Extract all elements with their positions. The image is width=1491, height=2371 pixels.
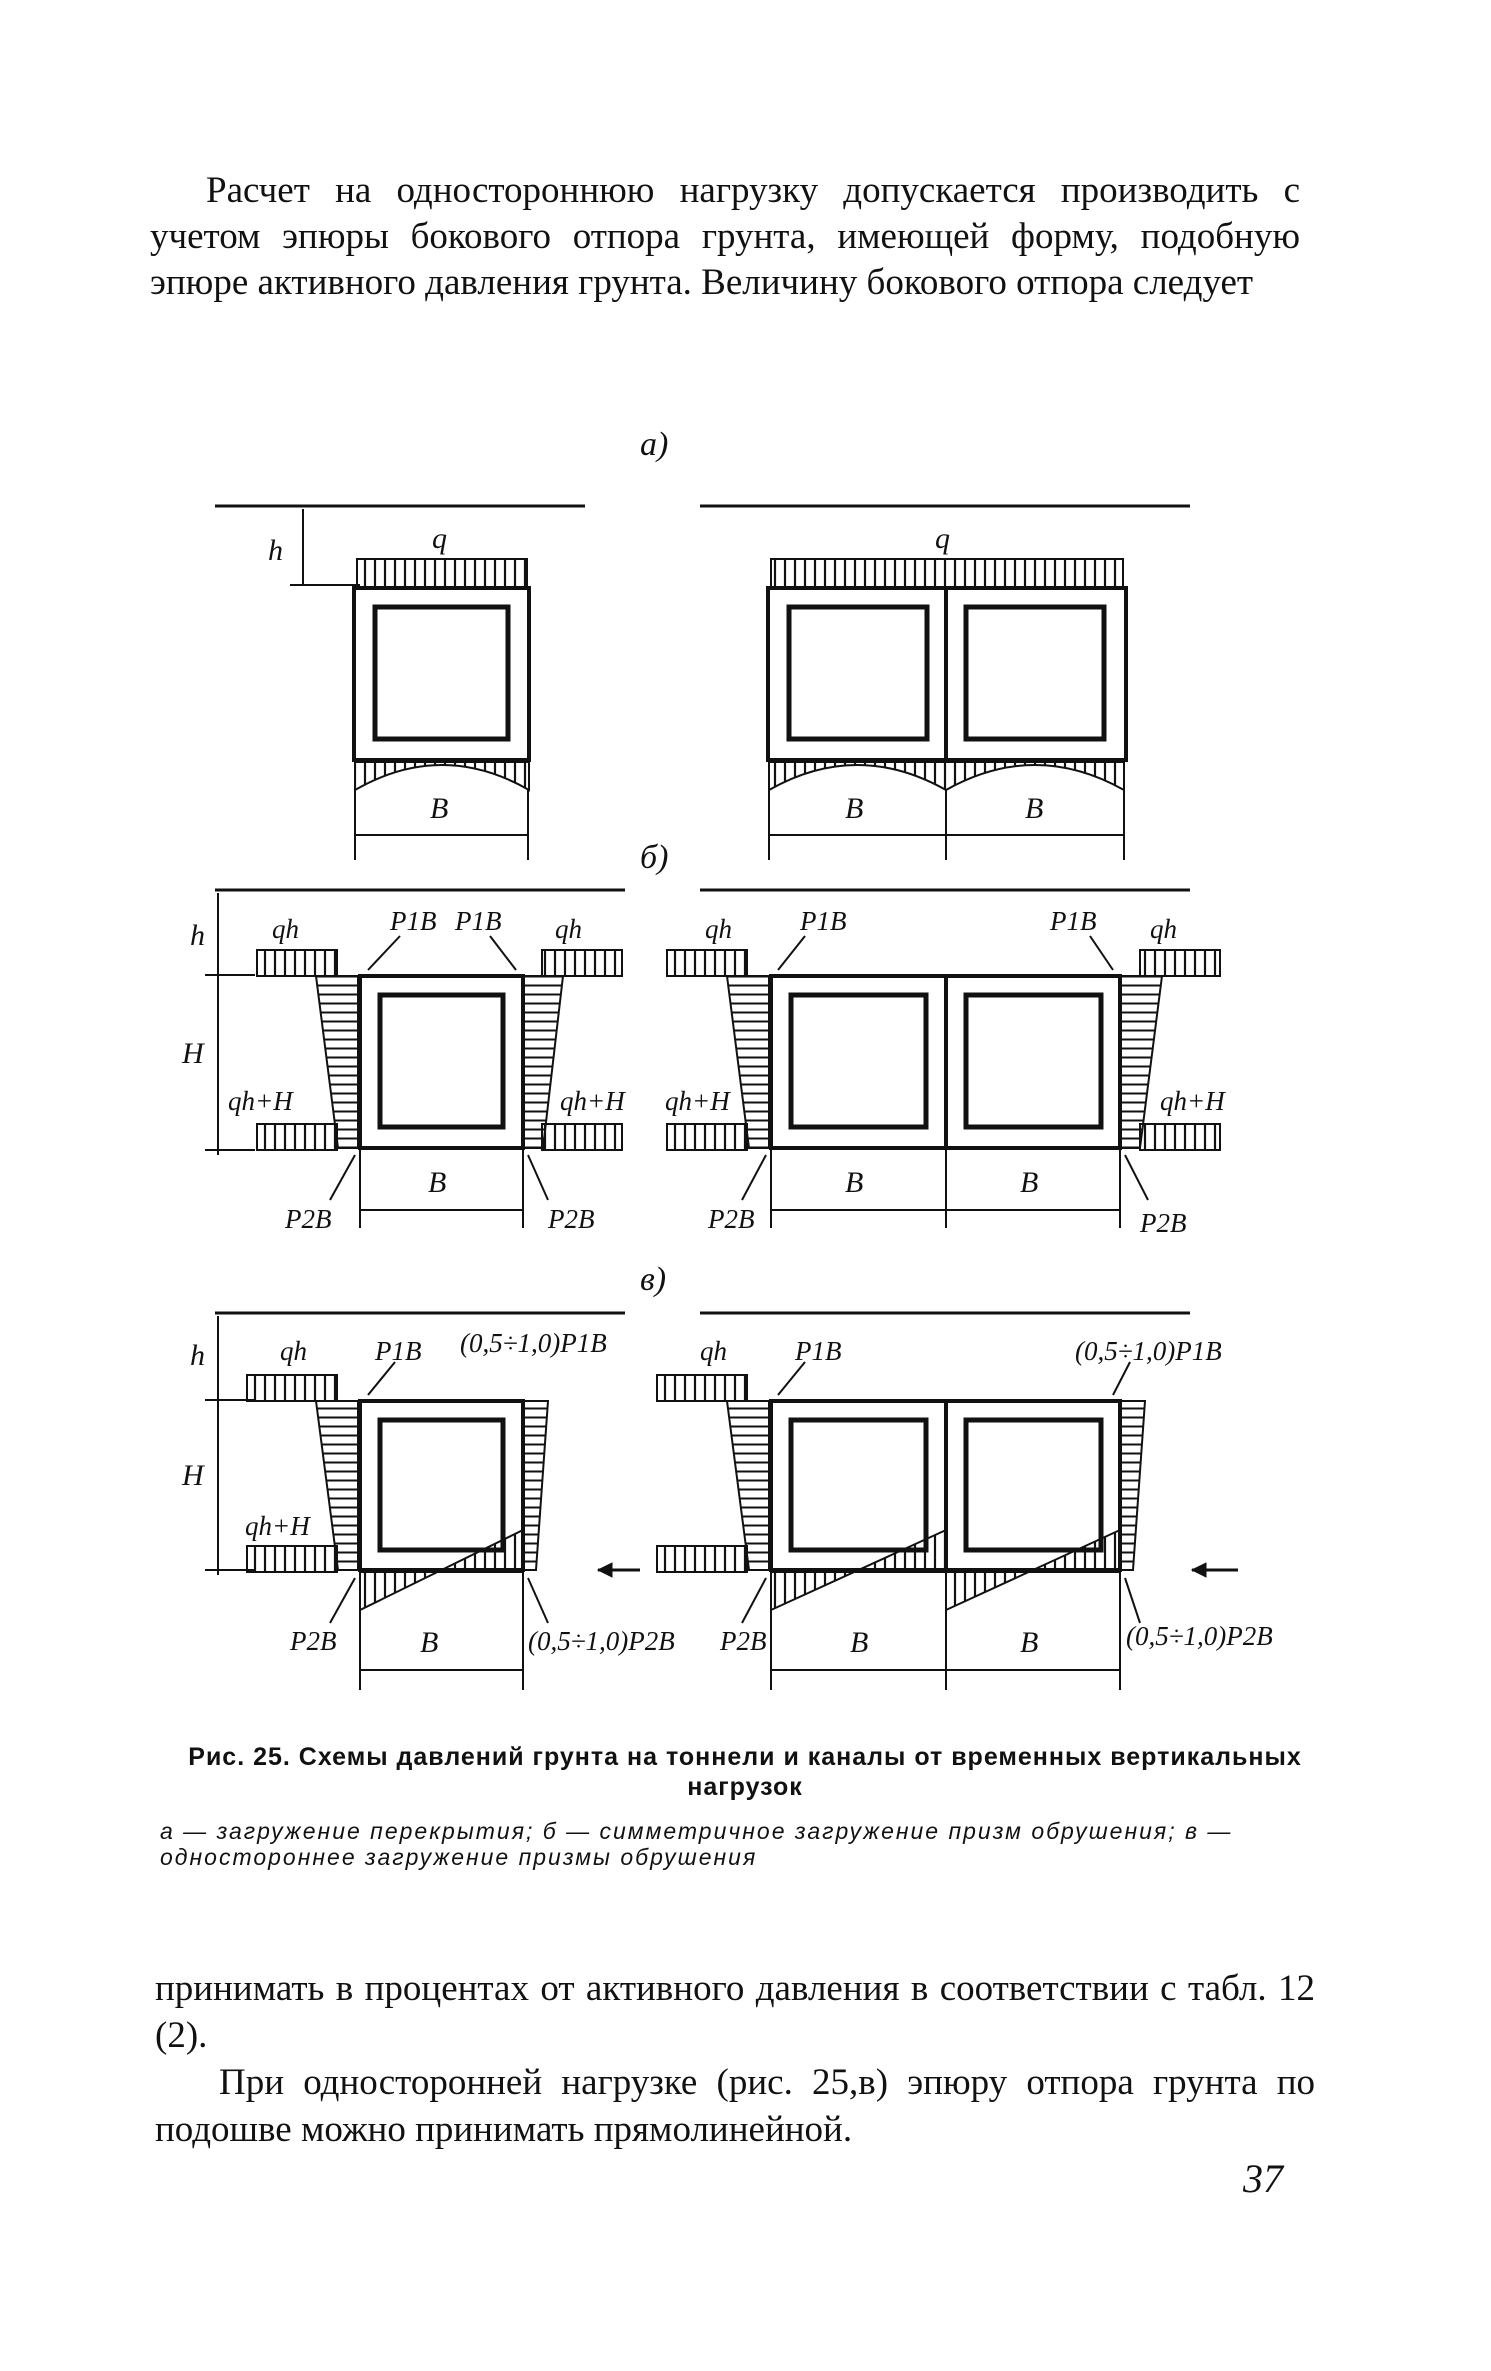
label-B-a1: B xyxy=(430,792,448,825)
label-frac-P2B-c2: (0,5÷1,0)P2B xyxy=(1126,1621,1273,1651)
label-P2B-b4: P2B xyxy=(1139,1208,1187,1238)
label-qhH-c1: qh+H xyxy=(245,1511,311,1541)
label-P1B-b1: P1B xyxy=(389,906,437,936)
panel-label-a: а) xyxy=(640,426,668,463)
label-P1B-b3: P1B xyxy=(799,906,847,936)
label-P2B-c2: P2B xyxy=(719,1626,767,1656)
label-B-c2: B xyxy=(850,1626,868,1659)
panel-a xyxy=(215,504,1190,860)
label-qh-c2: qh xyxy=(700,1336,727,1366)
label-q-a1: q xyxy=(432,522,447,555)
panel-b xyxy=(205,888,1221,1228)
bottom-paragraphs: принимать в процентах от активного давле… xyxy=(155,1965,1315,2153)
label-q-a2: q xyxy=(935,522,950,555)
label-qhH-b2: qh+H xyxy=(560,1086,626,1116)
label-qh-b1: qh xyxy=(272,914,299,944)
label-qhH-b1: qh+H xyxy=(228,1086,294,1116)
label-P1B-c2: P1B xyxy=(794,1336,842,1366)
label-P1B-b4: P1B xyxy=(1049,906,1097,936)
label-h-b: h xyxy=(190,919,205,952)
label-qhH-b4: qh+H xyxy=(1160,1086,1226,1116)
label-B-c3: B xyxy=(1020,1626,1038,1659)
top-paragraph: Расчет на одностороннюю нагрузку допуска… xyxy=(150,168,1300,306)
label-frac-P2B-c1: (0,5÷1,0)P2B xyxy=(528,1626,675,1656)
label-qh-b2: qh xyxy=(555,914,582,944)
label-h-a: h xyxy=(268,534,283,567)
panel-c xyxy=(205,1311,1238,1690)
bottom-paragraph-2: При односторонней нагрузке (рис. 25,в) э… xyxy=(155,2062,1315,2150)
label-P2B-b3: P2B xyxy=(707,1204,755,1234)
label-P1B-c1: P1B xyxy=(374,1336,422,1366)
label-P2B-c1: P2B xyxy=(289,1626,337,1656)
label-P2B-b2: P2B xyxy=(547,1204,595,1234)
label-B-b2: B xyxy=(845,1166,863,1199)
label-qh-b4: qh xyxy=(1150,914,1177,944)
bottom-paragraph-1: принимать в процентах от активного давле… xyxy=(155,1968,1315,2056)
caption-title: Рис. 25. Схемы давлений грунта на тоннел… xyxy=(188,1743,1302,1801)
label-frac-P1B-c2: (0,5÷1,0)P1B xyxy=(1075,1336,1222,1366)
label-H-c: H xyxy=(181,1459,206,1492)
figure-caption: Рис. 25. Схемы давлений грунта на тоннел… xyxy=(160,1742,1330,1802)
label-P2B-b1: P2B xyxy=(284,1204,332,1234)
figure-legend: а — загружение перекрытия; б — симметрич… xyxy=(160,1818,1310,1870)
label-H-b: H xyxy=(181,1037,206,1070)
label-qhH-b3: qh+H xyxy=(665,1086,731,1116)
label-qh-c1: qh xyxy=(280,1336,307,1366)
page-number: 37 xyxy=(1243,2156,1283,2201)
label-frac-P1B-c1: (0,5÷1,0)P1B xyxy=(460,1328,607,1358)
label-qh-b3: qh xyxy=(705,914,732,944)
panel-label-b: б) xyxy=(640,839,668,876)
label-B-b1: B xyxy=(428,1166,446,1199)
label-B-b3: B xyxy=(1020,1166,1038,1199)
label-B-a3: B xyxy=(1025,792,1043,825)
label-h-c: h xyxy=(190,1339,205,1372)
label-B-c1: B xyxy=(420,1626,438,1659)
panel-label-c: в) xyxy=(640,1261,666,1298)
label-P1B-b2: P1B xyxy=(454,906,502,936)
top-paragraph-text: Расчет на одностороннюю нагрузку допуска… xyxy=(150,170,1300,303)
figure-labels: а) б) в) h q q B B B h H qh P1B P1B qh q… xyxy=(181,426,1273,1659)
legend-text: а — загружение перекрытия; б — симметрич… xyxy=(160,1818,1233,1870)
label-B-a2: B xyxy=(845,792,863,825)
